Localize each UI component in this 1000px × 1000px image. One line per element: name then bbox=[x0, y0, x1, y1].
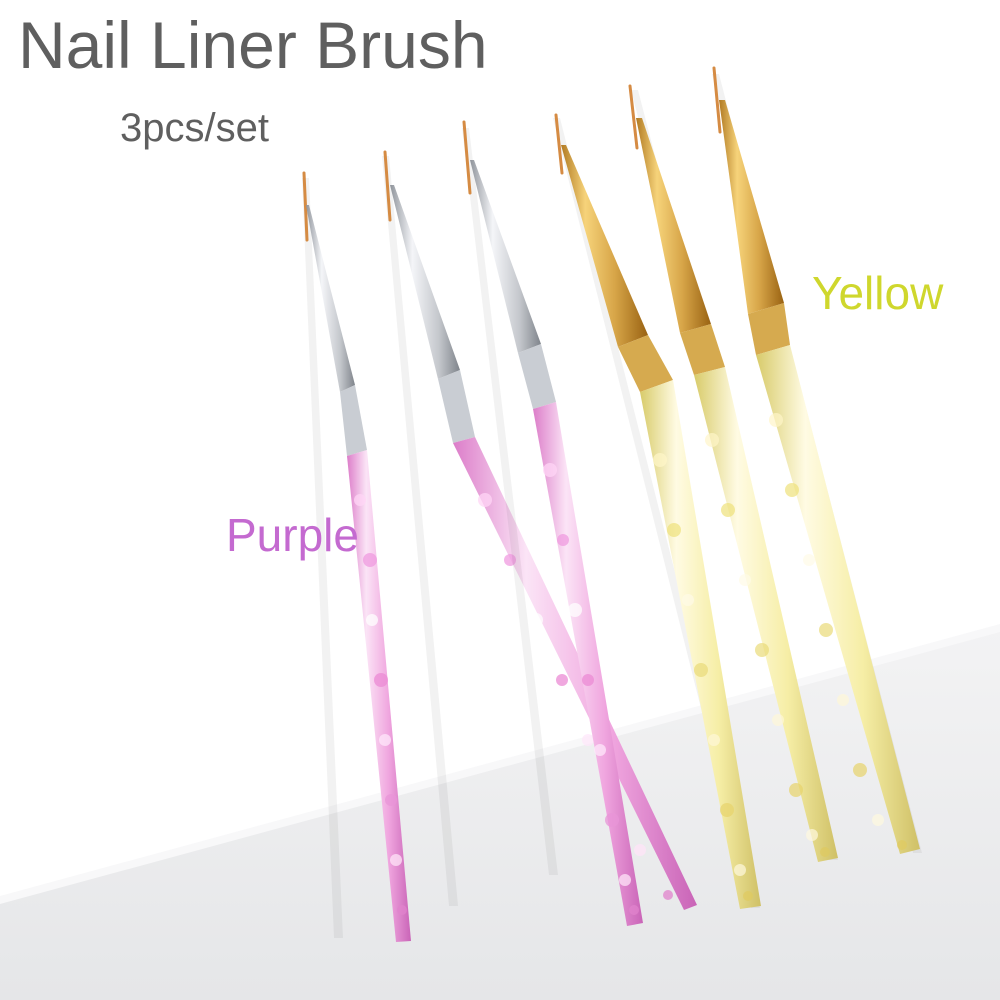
brush-gold-1 bbox=[553, 113, 761, 909]
brush-gold-3 bbox=[712, 66, 922, 854]
page-title: Nail Liner Brush bbox=[18, 8, 488, 82]
set-count-text: 3pcs/set bbox=[120, 106, 269, 150]
brush-silver-2 bbox=[382, 150, 697, 910]
floor-edge-highlight bbox=[0, 624, 1000, 904]
brush-silver-1 bbox=[302, 171, 411, 942]
brush-gold-2 bbox=[628, 84, 838, 862]
purple-label: Purple bbox=[226, 509, 359, 561]
brush-silver-3 bbox=[462, 120, 643, 926]
yellow-label: Yellow bbox=[812, 267, 944, 319]
